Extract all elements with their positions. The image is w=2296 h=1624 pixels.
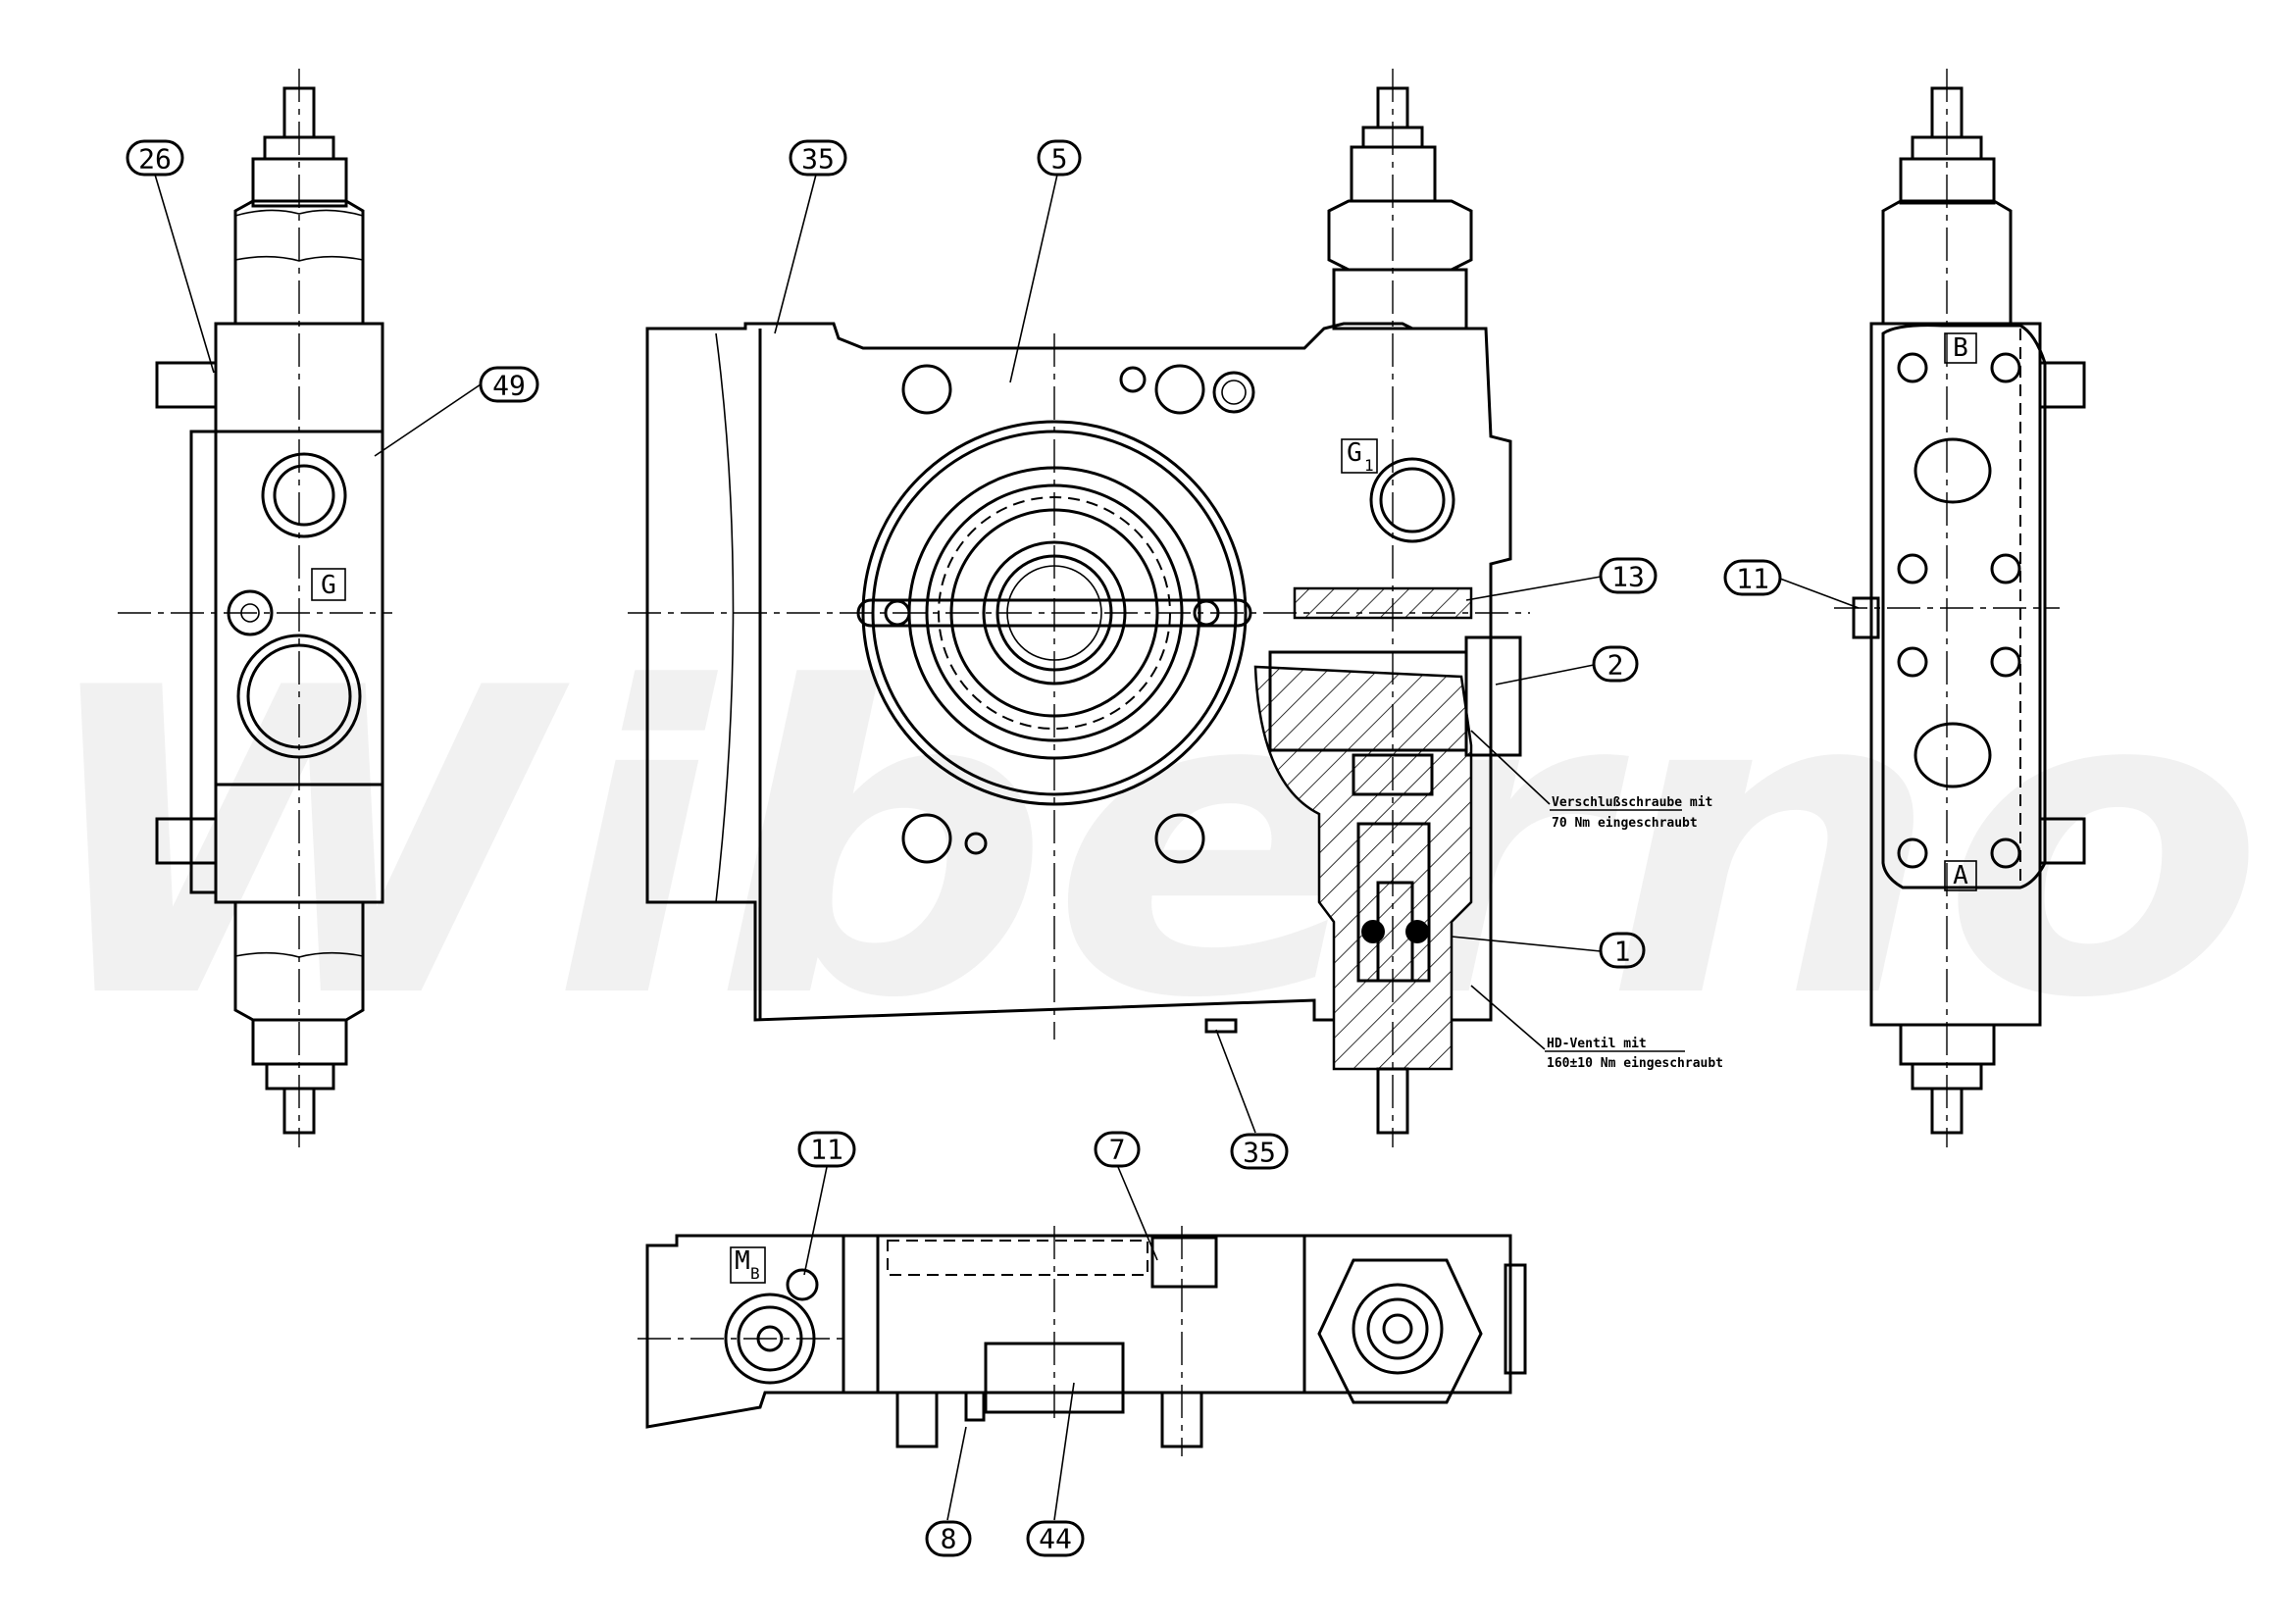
watermark: Wiberno — [29, 600, 2266, 1091]
bolt-holes — [1897, 352, 2021, 869]
port-label-g: G — [321, 571, 336, 600]
port-label-b: B — [1953, 333, 1968, 363]
note-hd-valve-line1: HD-Ventil mit — [1547, 1037, 1647, 1051]
note-closing-screw-line1: Verschlußschraube mit — [1552, 795, 1712, 810]
right-side-view: B A — [1834, 69, 2086, 1147]
port-label-g1: G — [1347, 438, 1362, 468]
balloon-11-right: 11 — [1736, 563, 1769, 595]
balloon-2: 2 — [1607, 649, 1624, 682]
balloon-7: 7 — [1109, 1134, 1126, 1166]
balloon-26: 26 — [138, 143, 172, 176]
balloon-49: 49 — [492, 370, 526, 402]
note-closing-screw-line2: 70 Nm eingeschraubt — [1552, 816, 1698, 831]
balloon-35-top: 35 — [801, 143, 835, 176]
balloon-8: 8 — [941, 1523, 957, 1555]
front-view: G 1 Verschlußschraube mit 70 Nm eingesch… — [628, 69, 1723, 1147]
balloon-1: 1 — [1614, 936, 1631, 968]
balloon-35-bottom: 35 — [1243, 1137, 1276, 1169]
bottom-view: M B — [638, 1226, 1527, 1456]
balloon-5: 5 — [1051, 143, 1068, 176]
balloon-11-bottom: 11 — [810, 1134, 843, 1166]
port-label-g1-sub: 1 — [1364, 456, 1374, 475]
port-label-mb: M — [735, 1246, 750, 1276]
balloons: 26 49 35 5 13 2 1 35 11 11 — [126, 139, 1860, 1557]
balloon-13: 13 — [1611, 561, 1645, 593]
balloon-44: 44 — [1039, 1523, 1072, 1555]
port-label-mb-sub: B — [750, 1264, 760, 1283]
left-side-view: G — [118, 69, 392, 1147]
note-hd-valve-line2: 160±10 Nm eingeschraubt — [1547, 1056, 1723, 1071]
port-label-a: A — [1953, 861, 1968, 890]
